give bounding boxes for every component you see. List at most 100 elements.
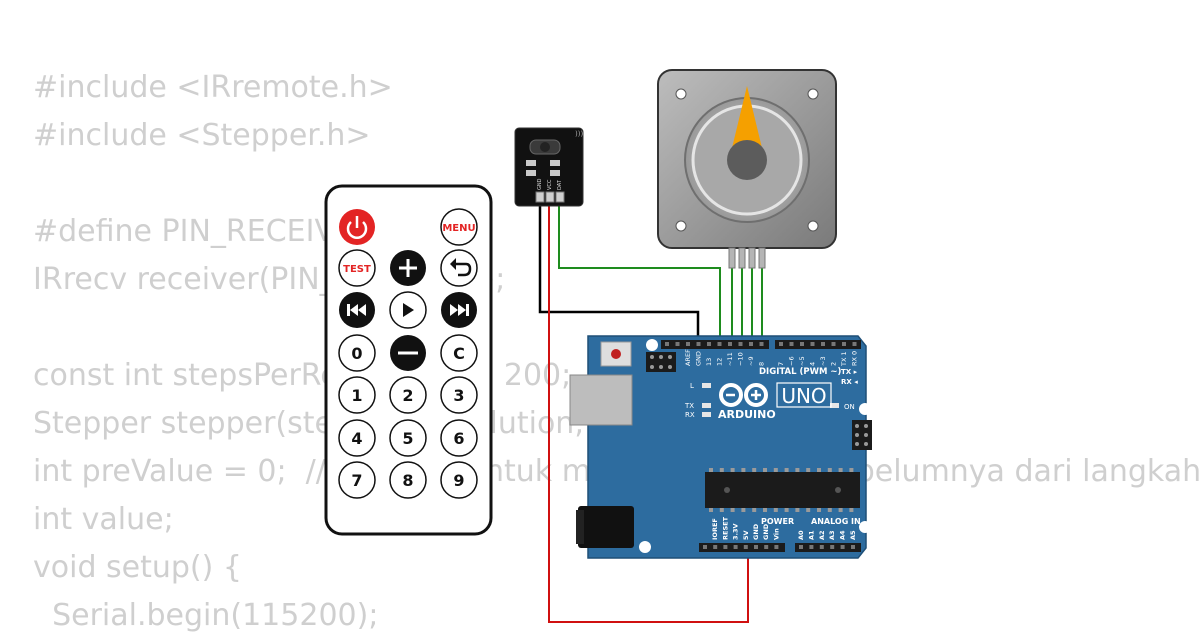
chip-pin [838, 508, 843, 512]
chip-pin [827, 468, 832, 472]
remote-play-button[interactable] [389, 291, 427, 329]
header-pin[interactable] [779, 342, 783, 346]
remote-digit-1[interactable]: 1 [338, 376, 376, 414]
header-pin[interactable] [831, 342, 836, 346]
remote-plus-button[interactable] [390, 250, 426, 286]
header-pin[interactable] [749, 342, 753, 346]
header-pin[interactable] [713, 545, 718, 549]
remote-power-button[interactable] [339, 209, 375, 245]
wire-ground[interactable] [538, 200, 700, 342]
play-icon [403, 303, 414, 317]
header-pin[interactable] [809, 545, 814, 549]
remote-digit-5[interactable]: 5 [389, 419, 427, 457]
header-pin[interactable] [830, 545, 835, 549]
ir-receiver-module[interactable]: ))) GND VCC DAT [514, 127, 584, 207]
remote-digit-0[interactable]: 0 [338, 334, 376, 372]
header-pin[interactable] [696, 342, 701, 346]
chip-pin [849, 468, 854, 472]
remote-digit-8[interactable]: 8 [389, 461, 427, 499]
header-pin[interactable] [723, 545, 728, 549]
header-pin[interactable] [821, 342, 825, 346]
chip-pin [806, 508, 811, 512]
header-pin[interactable] [851, 545, 855, 549]
code-line: Serial.begin(115200); [33, 598, 379, 633]
digital-pin-label: ~9 [747, 356, 755, 366]
led-l-label: L [690, 382, 694, 390]
usb-port [569, 374, 633, 426]
remote-prev-button[interactable] [339, 292, 375, 328]
remote-minus-button[interactable] [390, 335, 426, 371]
remote-digit-2[interactable]: 2 [389, 376, 427, 414]
digital-header-right [775, 340, 861, 349]
wire-ir-signal[interactable] [558, 200, 721, 342]
digital-pin-label: ~6 [788, 356, 796, 366]
remote-digit-6[interactable]: 6 [440, 419, 478, 457]
power-pin-label: 5V [742, 530, 750, 540]
arduino-brand: ARDUINO [718, 408, 776, 421]
chip-pin [838, 468, 843, 472]
remote-digit-1-label: 1 [351, 386, 362, 405]
header-pin[interactable] [819, 545, 824, 549]
header-pin[interactable] [728, 342, 732, 346]
remote-digit-3[interactable]: 3 [440, 376, 478, 414]
header-pin[interactable] [665, 342, 669, 346]
stepper-motor[interactable] [657, 69, 837, 269]
remote-digit-9[interactable]: 9 [440, 461, 478, 499]
header-pin[interactable] [717, 342, 722, 346]
remote-back-button[interactable] [440, 249, 478, 287]
ir-pin-label-gnd: GND [537, 178, 543, 190]
arduino-infinity-logo [719, 383, 768, 407]
remote-menu-button[interactable]: MENU [440, 208, 478, 246]
power-header [699, 543, 785, 552]
wire-vcc-5v[interactable] [548, 200, 749, 623]
atmega-chip [705, 468, 860, 512]
header-pin[interactable] [703, 545, 707, 549]
analog-header [795, 543, 861, 552]
power-pin-label: GND [762, 523, 770, 540]
remote-clear-button[interactable]: C [440, 334, 478, 372]
header-pin[interactable] [789, 342, 794, 346]
header-pin[interactable] [799, 545, 803, 549]
remote-digit-4[interactable]: 4 [338, 419, 376, 457]
power-pin-label: GND [752, 523, 760, 540]
back-arrow-icon [452, 262, 472, 277]
analog-pin-label: A2 [818, 530, 826, 540]
remote-next-button[interactable] [441, 292, 477, 328]
remote-clear-label: C [453, 344, 465, 363]
header-pin[interactable] [686, 342, 690, 346]
code-line: int value; [33, 502, 174, 537]
reset-button[interactable] [600, 341, 632, 367]
ir-remote-control[interactable]: MENU TEST [324, 184, 493, 536]
digital-pin-label: ~10 [737, 352, 745, 366]
header-pin[interactable] [743, 545, 748, 549]
power-pin-label: Vin [772, 528, 780, 540]
motor-pointer [732, 86, 762, 148]
header-pin[interactable] [842, 342, 846, 346]
header-pin[interactable] [840, 545, 845, 549]
header-pin[interactable] [774, 545, 779, 549]
remote-digit-7[interactable]: 7 [338, 461, 376, 499]
header-pin[interactable] [759, 342, 764, 346]
chip-pin [719, 508, 724, 512]
uno-badge [776, 382, 832, 408]
header-pin[interactable] [754, 545, 758, 549]
rx-label: RX ◂ [841, 378, 858, 386]
remote-digit-2-label: 2 [402, 386, 413, 405]
chip-pin [827, 508, 832, 512]
icsp-header-small [646, 352, 676, 372]
header-pin[interactable] [852, 342, 857, 346]
header-pin[interactable] [738, 342, 743, 346]
header-pin[interactable] [800, 342, 804, 346]
header-pin[interactable] [810, 342, 815, 346]
header-pin[interactable] [675, 342, 680, 346]
header-pin[interactable] [707, 342, 711, 346]
header-pin[interactable] [764, 545, 769, 549]
remote-test-button[interactable]: TEST [338, 249, 376, 287]
header-pin[interactable] [733, 545, 738, 549]
digital-pin-label: ~11 [726, 352, 734, 366]
svg-text:))): ))) [575, 130, 583, 138]
